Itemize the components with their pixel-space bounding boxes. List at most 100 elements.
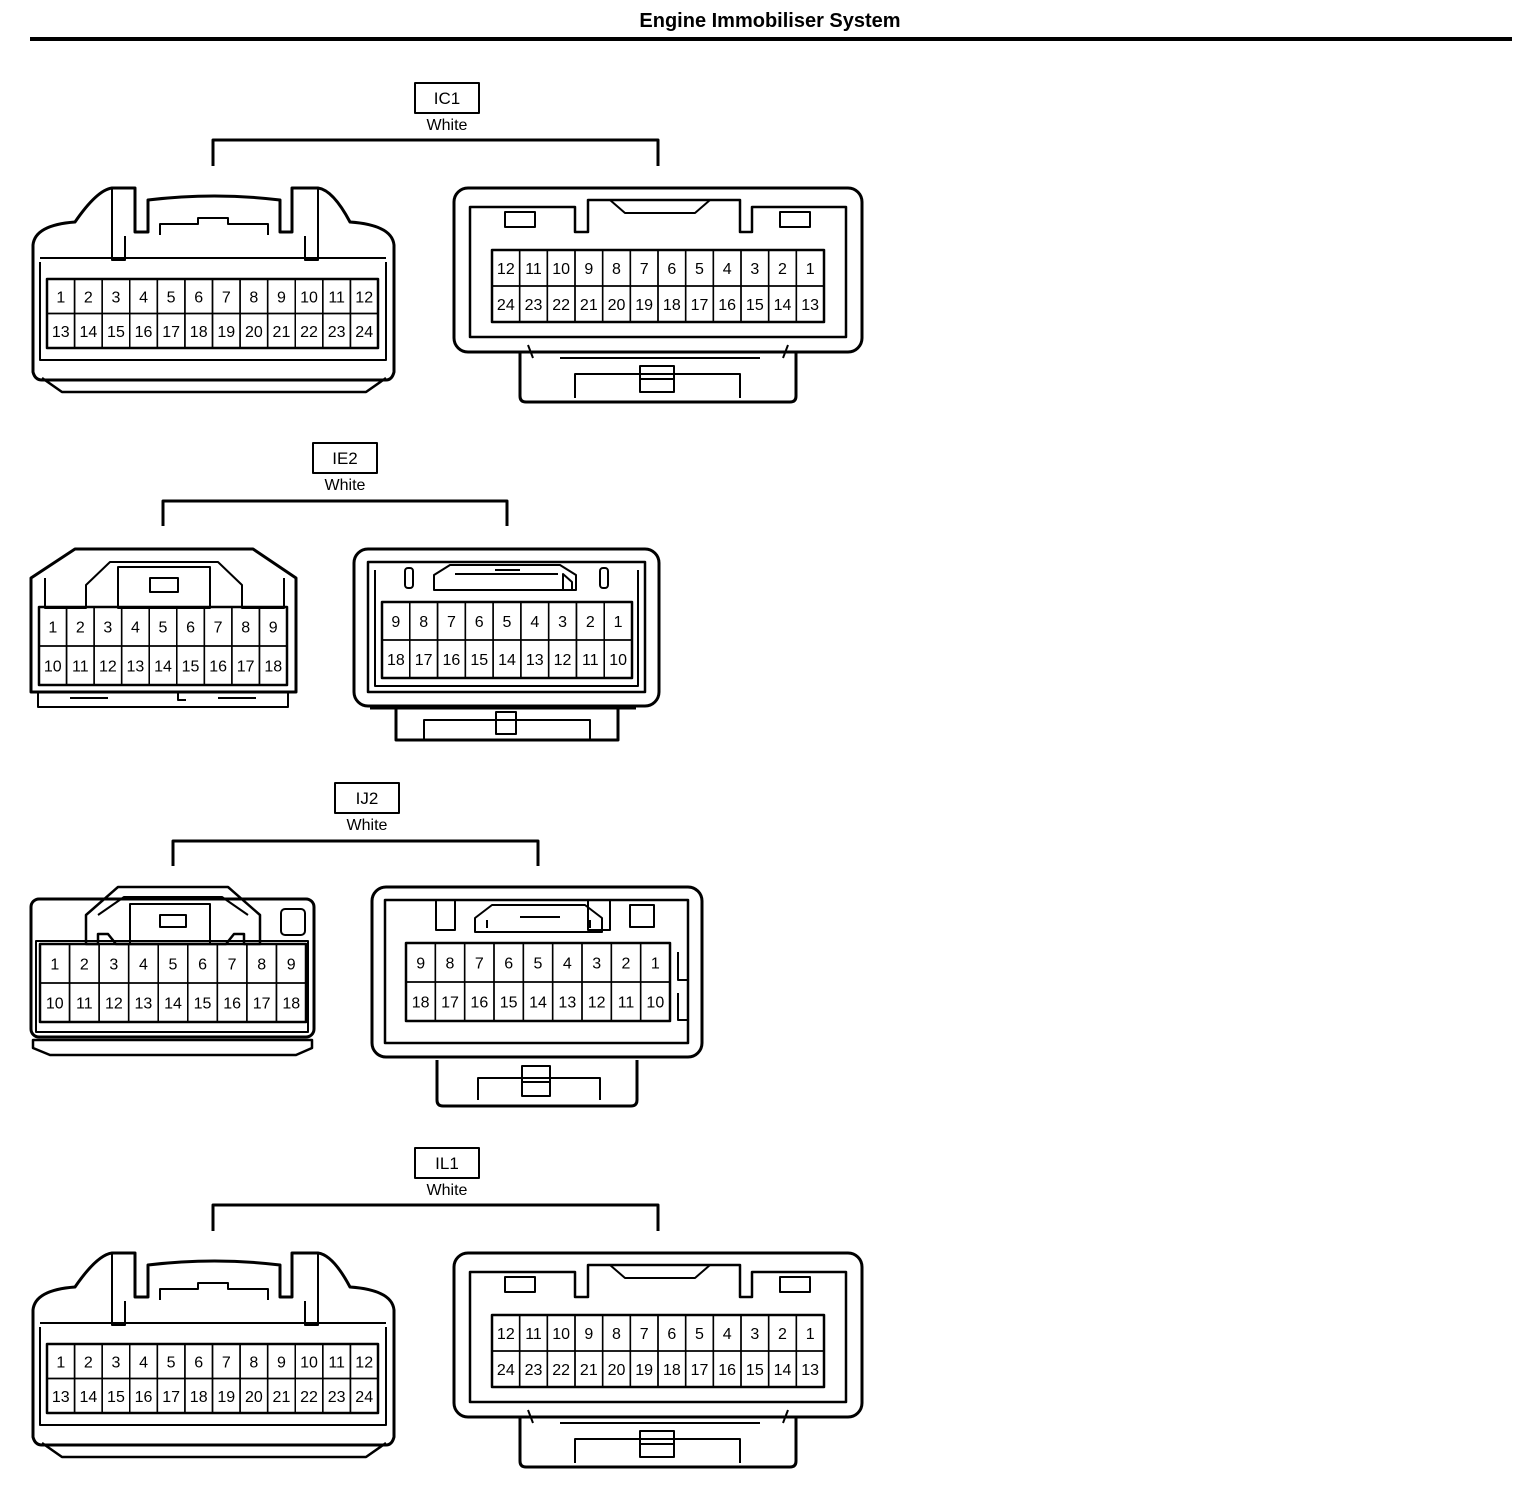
- pin-number: 17: [691, 1362, 709, 1379]
- pin-number: 3: [103, 620, 112, 637]
- pin-number: 15: [470, 652, 488, 669]
- pin-number: 11: [76, 996, 93, 1013]
- pin-number: 17: [253, 996, 271, 1013]
- pin-number: 21: [273, 1389, 291, 1406]
- pin-number: 18: [663, 1362, 681, 1379]
- pin-number: 15: [107, 324, 125, 341]
- pin-number: 10: [609, 652, 627, 669]
- pin-number: 8: [446, 956, 455, 973]
- pin-number: 3: [112, 1354, 121, 1371]
- pin-number: 10: [300, 1354, 318, 1371]
- pin-number: 17: [162, 324, 180, 341]
- pin-number: 23: [328, 324, 346, 341]
- pin-number: 8: [419, 614, 428, 631]
- pin-number: 18: [663, 297, 681, 314]
- pin-number: 5: [534, 956, 543, 973]
- connector-color: White: [427, 117, 468, 134]
- pin-number: 8: [612, 261, 621, 278]
- connector-id-box: [334, 782, 400, 814]
- pin-number: 9: [584, 261, 593, 278]
- pin-number: 6: [667, 261, 676, 278]
- pin-number: 17: [415, 652, 433, 669]
- pin-number: 7: [640, 1326, 649, 1343]
- pin-number: 16: [718, 1362, 736, 1379]
- pin-number: 22: [552, 1362, 570, 1379]
- pin-number: 4: [723, 261, 732, 278]
- pin-number: 20: [245, 1389, 263, 1406]
- pin-number: 24: [497, 1362, 515, 1379]
- pin-number: 6: [504, 956, 513, 973]
- pin-number: 23: [525, 297, 543, 314]
- connector-color: White: [325, 477, 366, 494]
- pin-number: 17: [162, 1389, 180, 1406]
- pin-number: 16: [718, 297, 736, 314]
- pin-number: 7: [222, 289, 231, 306]
- pin-number: 2: [76, 620, 85, 637]
- pin-number: 10: [44, 659, 62, 676]
- pin-number: 16: [470, 995, 488, 1012]
- pin-number: 1: [56, 289, 65, 306]
- pin-number: 15: [500, 995, 518, 1012]
- pin-number: 4: [139, 289, 148, 306]
- pin-cell: [275, 982, 307, 1023]
- pin-number: 2: [778, 261, 787, 278]
- pin-number: 1: [50, 957, 59, 974]
- pin-number: 1: [614, 614, 623, 631]
- pin-number: 7: [640, 261, 649, 278]
- pin-number: 14: [79, 324, 97, 341]
- connector-id: IE2: [332, 449, 358, 468]
- pin-number: 7: [222, 1354, 231, 1371]
- pin-number: 18: [190, 324, 208, 341]
- connector-bracket: [161, 499, 509, 526]
- pin-number: 4: [530, 614, 539, 631]
- pin-number: 3: [592, 956, 601, 973]
- pin-number: 7: [475, 956, 484, 973]
- pin-number: 13: [135, 996, 153, 1013]
- pin-number: 5: [169, 957, 178, 974]
- title-rule: [30, 37, 1512, 41]
- pin-number: 14: [154, 659, 172, 676]
- pin-number: 12: [355, 289, 373, 306]
- pin-number: 10: [300, 289, 318, 306]
- pin-number: 8: [612, 1326, 621, 1343]
- pin-number: 8: [249, 1354, 258, 1371]
- pin-number: 5: [695, 261, 704, 278]
- pin-number: 22: [300, 324, 318, 341]
- pin-number: 19: [217, 1389, 235, 1406]
- pin-number: 4: [139, 957, 148, 974]
- pin-number: 6: [194, 1354, 203, 1371]
- pin-number: 15: [107, 1389, 125, 1406]
- pin-number: 11: [525, 1326, 542, 1343]
- pin-cell: [603, 639, 633, 679]
- pin-number: 1: [48, 620, 57, 637]
- pin-number: 3: [558, 614, 567, 631]
- pin-number: 1: [806, 1326, 815, 1343]
- pin-number: 22: [552, 297, 570, 314]
- pin-number: 12: [497, 261, 515, 278]
- pin-number: 20: [245, 324, 263, 341]
- pin-number: 5: [503, 614, 512, 631]
- pin-number: 16: [135, 324, 153, 341]
- connector-bracket: [211, 1203, 660, 1231]
- pin-number: 3: [750, 261, 759, 278]
- pin-number: 19: [635, 1362, 653, 1379]
- pin-cell: [795, 1350, 825, 1388]
- pin-number: 12: [497, 1326, 515, 1343]
- pin-number: 7: [447, 614, 456, 631]
- connector-bracket: [171, 839, 540, 866]
- pin-number: 23: [328, 1389, 346, 1406]
- pin-number: 4: [563, 956, 572, 973]
- connector-id: IC1: [434, 89, 460, 108]
- pin-number: 9: [277, 1354, 286, 1371]
- pin-number: 14: [79, 1389, 97, 1406]
